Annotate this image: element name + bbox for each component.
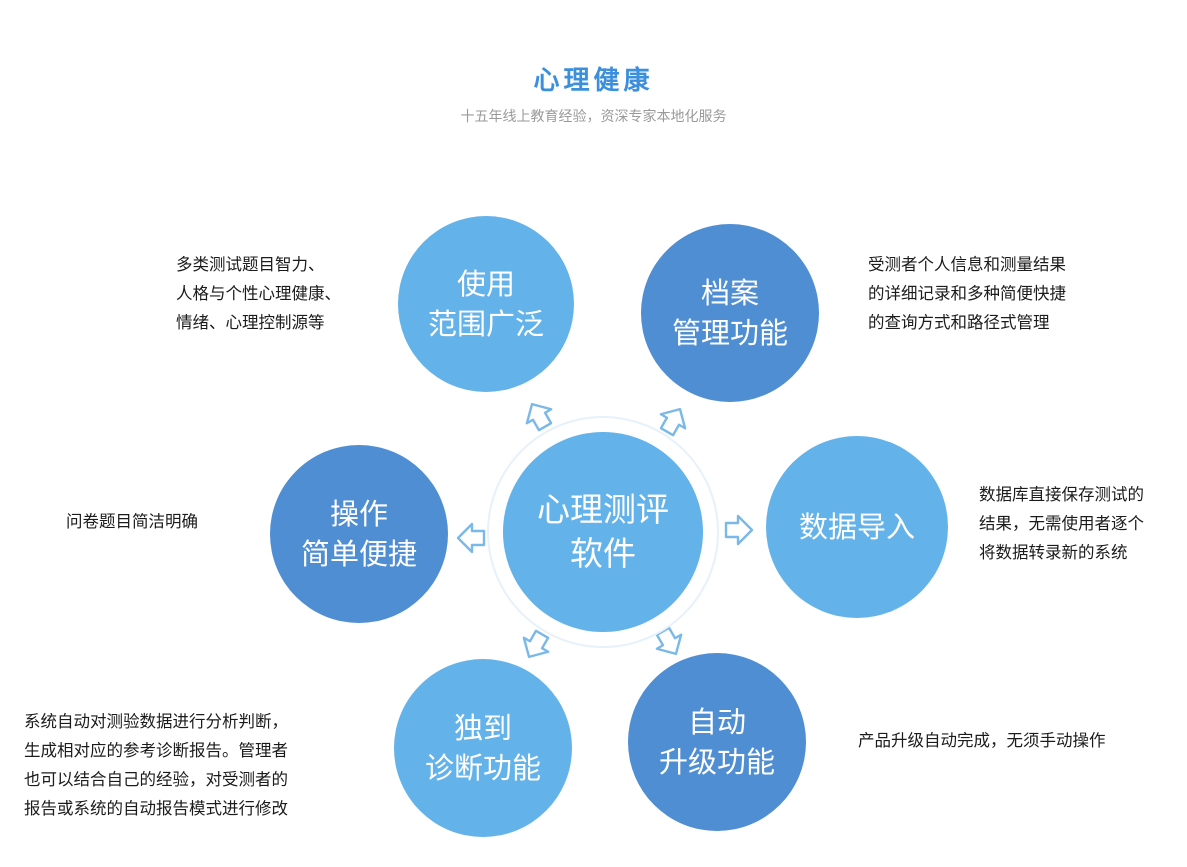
node-scope-line-1: 使用 xyxy=(456,267,515,301)
desc-diagnosis-line: 报告或系统的自动报告模式进行修改 xyxy=(24,799,288,818)
desc-archive-line: 的详细记录和多种简便快捷 xyxy=(868,284,1066,303)
desc-diagnosis-line: 生成相对应的参考诊断报告。管理者 xyxy=(24,741,288,760)
desc-scope: 多类测试题目智力、 人格与个性心理健康、 情绪、心理控制源等 xyxy=(176,250,341,337)
node-archive-line-2: 管理功能 xyxy=(671,316,788,350)
desc-scope-line: 人格与个性心理健康、 xyxy=(176,284,341,303)
arrow-to-operation xyxy=(456,522,486,554)
desc-archive: 受测者个人信息和测量结果 的详细记录和多种简便快捷 的查询方式和路径式管理 xyxy=(868,250,1066,337)
desc-import-line: 将数据转录新的系统 xyxy=(979,543,1128,562)
center-line-1: 心理测评 xyxy=(537,490,669,529)
arrow-to-import xyxy=(724,514,754,546)
center-line-2: 软件 xyxy=(570,534,636,573)
desc-operation-line: 问卷题目简洁明确 xyxy=(66,512,198,531)
node-scope-line-2: 范围广泛 xyxy=(427,307,544,341)
node-upgrade-line-1: 自动 xyxy=(687,705,746,739)
node-diagnosis-line-2: 诊断功能 xyxy=(424,751,541,785)
desc-diagnosis-line: 系统自动对测验数据进行分析判断， xyxy=(24,712,288,731)
node-operation-line-2: 简单便捷 xyxy=(300,537,417,571)
desc-upgrade: 产品升级自动完成，无须手动操作 xyxy=(858,726,1106,755)
desc-scope-line: 多类测试题目智力、 xyxy=(176,255,325,274)
node-diagnosis: 独到 诊断功能 xyxy=(394,659,572,837)
node-operation: 操作 简单便捷 xyxy=(270,445,448,623)
page-title: 心理健康 xyxy=(533,66,654,96)
node-scope: 使用 范围广泛 xyxy=(398,216,574,392)
desc-archive-line: 的查询方式和路径式管理 xyxy=(868,313,1050,332)
node-upgrade: 自动 升级功能 xyxy=(628,653,806,831)
page-subtitle: 十五年线上教育经验，资深专家本地化服务 xyxy=(460,109,727,125)
node-import-line-1: 数据导入 xyxy=(798,510,915,544)
center-ring xyxy=(487,416,719,648)
node-operation-line-1: 操作 xyxy=(329,497,388,531)
desc-import: 数据库直接保存测试的 结果，无需使用者逐个 将数据转录新的系统 xyxy=(979,480,1144,567)
desc-import-line: 结果，无需使用者逐个 xyxy=(979,514,1144,533)
desc-upgrade-line: 产品升级自动完成，无须手动操作 xyxy=(858,731,1106,750)
node-diagnosis-line-1: 独到 xyxy=(453,711,512,745)
desc-diagnosis: 系统自动对测验数据进行分析判断， 生成相对应的参考诊断报告。管理者 也可以结合自… xyxy=(24,707,288,823)
node-archive-line-1: 档案 xyxy=(700,276,759,310)
desc-import-line: 数据库直接保存测试的 xyxy=(979,485,1144,504)
node-import: 数据导入 xyxy=(766,436,948,618)
node-upgrade-line-2: 升级功能 xyxy=(658,745,775,779)
desc-scope-line: 情绪、心理控制源等 xyxy=(176,313,325,332)
desc-operation: 问卷题目简洁明确 xyxy=(66,507,198,536)
node-archive: 档案 管理功能 xyxy=(641,224,819,402)
center-circle: 心理测评 软件 xyxy=(503,432,703,632)
desc-archive-line: 受测者个人信息和测量结果 xyxy=(868,255,1066,274)
desc-diagnosis-line: 也可以结合自己的经验，对受测者的 xyxy=(24,770,288,789)
